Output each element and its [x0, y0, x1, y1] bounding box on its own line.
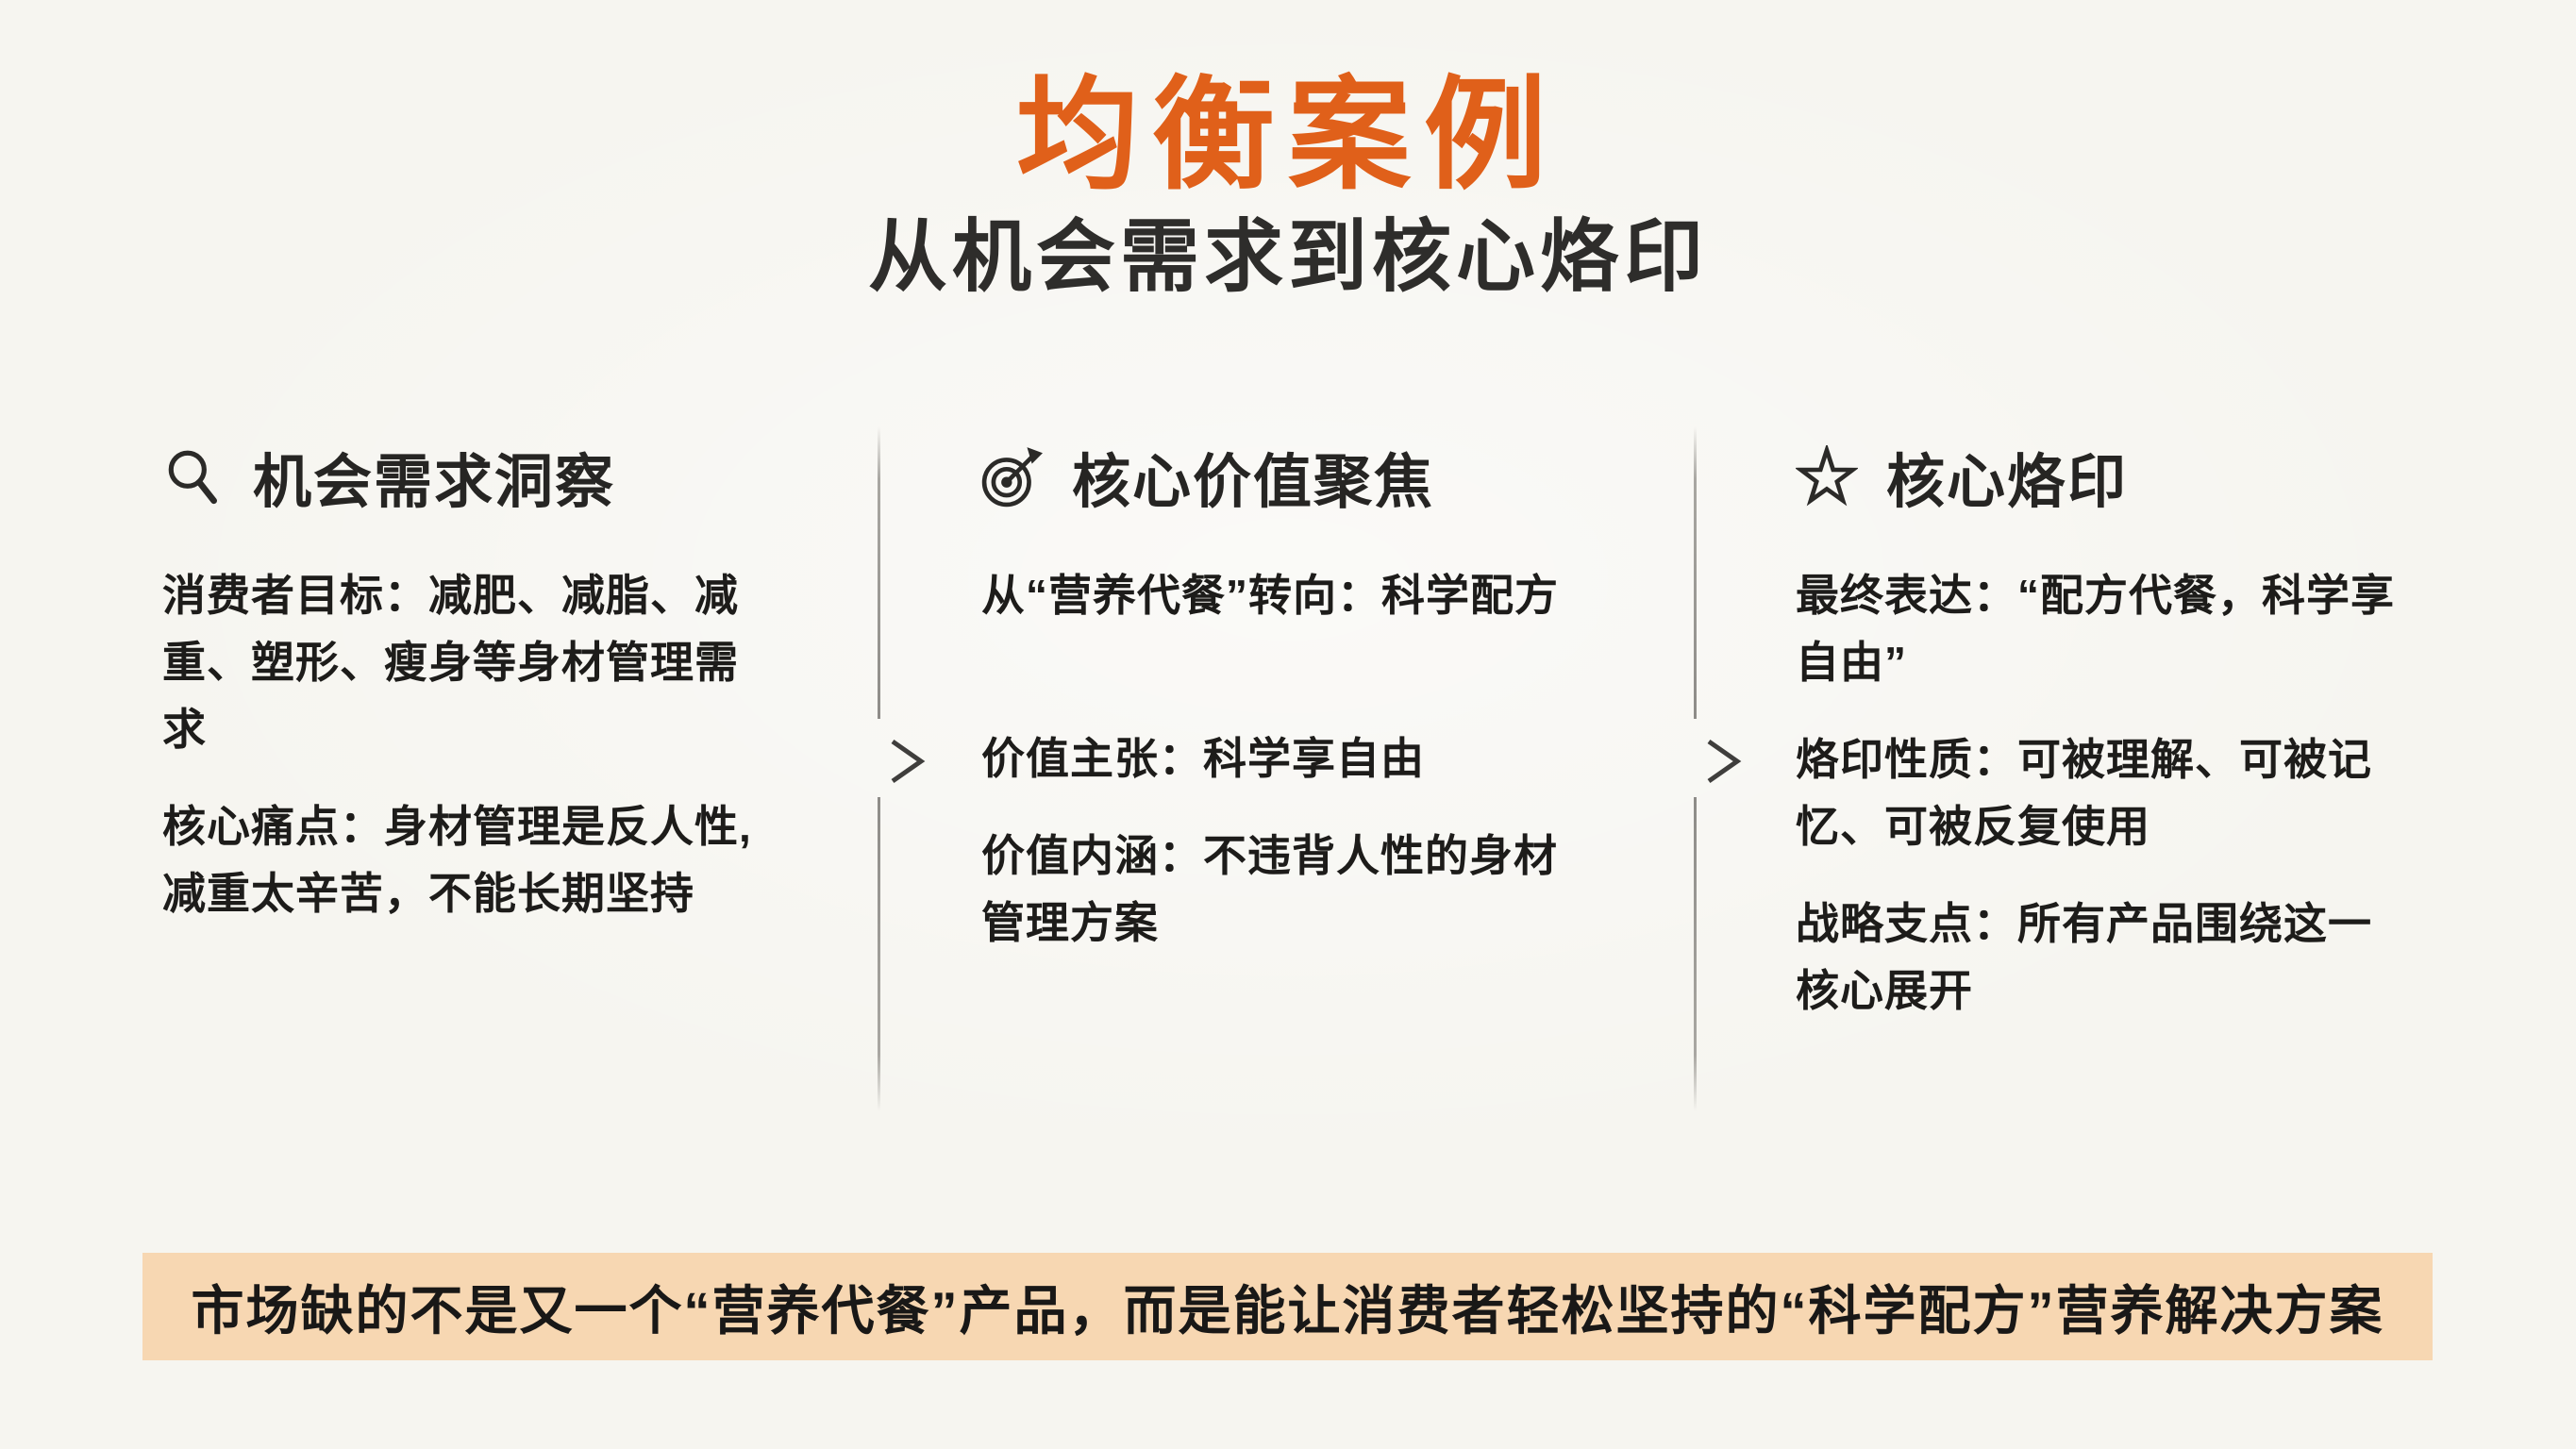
column-paragraph: 战略支点：所有产品围绕这一 核心展开 — [1796, 899, 2372, 1015]
flow-arrow-icon — [820, 739, 926, 784]
column-paragraph: 价值主张：科学享自由 — [981, 734, 1425, 783]
divider-segment — [878, 797, 880, 1111]
divider-segment — [1694, 426, 1697, 719]
divider-segment — [878, 426, 880, 719]
target-icon — [981, 447, 1043, 508]
column-title: 核心烙印 — [1886, 450, 2129, 515]
column-core-value-focus: 核心价值聚焦 从“营养代餐”转向：科学配方 价值主张：科学享自由 价值内涵：不违… — [981, 441, 1642, 987]
page-subtitle: 从机会需求到核心烙印 — [867, 212, 1708, 301]
column-paragraph: 价值内涵：不违背人性的身材 管理方案 — [981, 831, 1558, 947]
divider-segment — [1694, 797, 1697, 1111]
column-paragraph: 核心痛点：身材管理是反人性, 减重太辛苦，不能长期坚持 — [162, 802, 752, 918]
column-paragraph: 烙印性质：可被理解、可被记 忆、可被反复使用 — [1796, 735, 2372, 851]
column-opportunity-insight: 机会需求洞察 消费者目标：减肥、减脂、减 重、塑形、瘦身等身材管理需 求 核心痛… — [162, 441, 823, 958]
column-header: 机会需求洞察 — [162, 441, 823, 515]
column-title: 核心价值聚焦 — [1072, 450, 1435, 515]
column-paragraph: 从“营养代餐”转向：科学配方 — [981, 571, 1559, 620]
column-core-brand: 核心烙印 最终表达：“配方代餐，科学享 自由” 烙印性质：可被理解、可被记 忆、… — [1796, 441, 2489, 1055]
bottom-banner: 市场缺的不是又一个“营养代餐”产品，而是能让消费者轻松坚持的“科学配方”营养解决… — [142, 1253, 2433, 1360]
column-title: 机会需求洞察 — [253, 450, 616, 515]
flow-arrow-icon — [1636, 739, 1742, 784]
star-icon — [1796, 445, 1858, 507]
column-divider — [1694, 426, 1697, 1111]
banner-text: 市场缺的不是又一个“营养代餐”产品，而是能让消费者轻松坚持的“科学配方”营养解决… — [191, 1280, 2384, 1341]
column-paragraph: 消费者目标：减肥、减脂、减 重、塑形、瘦身等身材管理需 求 — [162, 571, 739, 754]
page-title: 均衡案例 — [1015, 66, 1560, 204]
search-icon — [168, 450, 218, 505]
column-header: 核心价值聚焦 — [981, 441, 1642, 515]
column-paragraph: 最终表达：“配方代餐，科学享 自由” — [1796, 571, 2395, 687]
column-divider — [878, 426, 880, 1111]
column-header: 核心烙印 — [1796, 441, 2489, 515]
